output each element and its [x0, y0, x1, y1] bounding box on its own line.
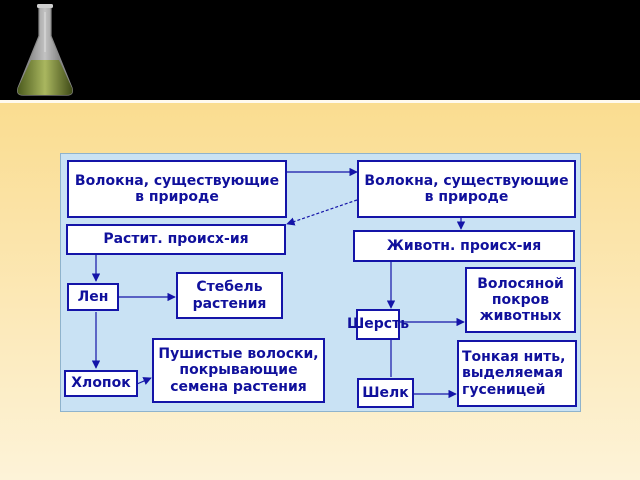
node-seed-hairs: Пушистые волоски, покрывающие семена рас…	[152, 338, 325, 403]
title-bar	[0, 0, 640, 100]
node-natural-fibers-right: Волокна, существующие в природе	[357, 160, 576, 218]
fiber-classification-diagram: Волокна, существующие в природе Волокна,…	[60, 153, 581, 412]
node-plant-origin: Растит. происх-ия	[66, 224, 286, 255]
node-plant-stem: Стебель растения	[176, 272, 283, 319]
node-silk: Шелк	[357, 378, 414, 408]
node-silk-thread: Тонкая нить, выделяемая гусеницей	[457, 340, 577, 407]
title-bar-divider	[0, 100, 640, 103]
node-animal-origin: Животн. происх-ия	[353, 230, 575, 262]
flask-icon	[16, 4, 74, 96]
node-cotton: Хлопок	[64, 370, 138, 397]
node-animal-hair: Волосяной покров животных	[465, 267, 576, 333]
node-wool: Шерсть	[347, 309, 409, 340]
node-flax: Лен	[67, 283, 119, 311]
node-natural-fibers-left: Волокна, существующие в природе	[67, 160, 287, 218]
